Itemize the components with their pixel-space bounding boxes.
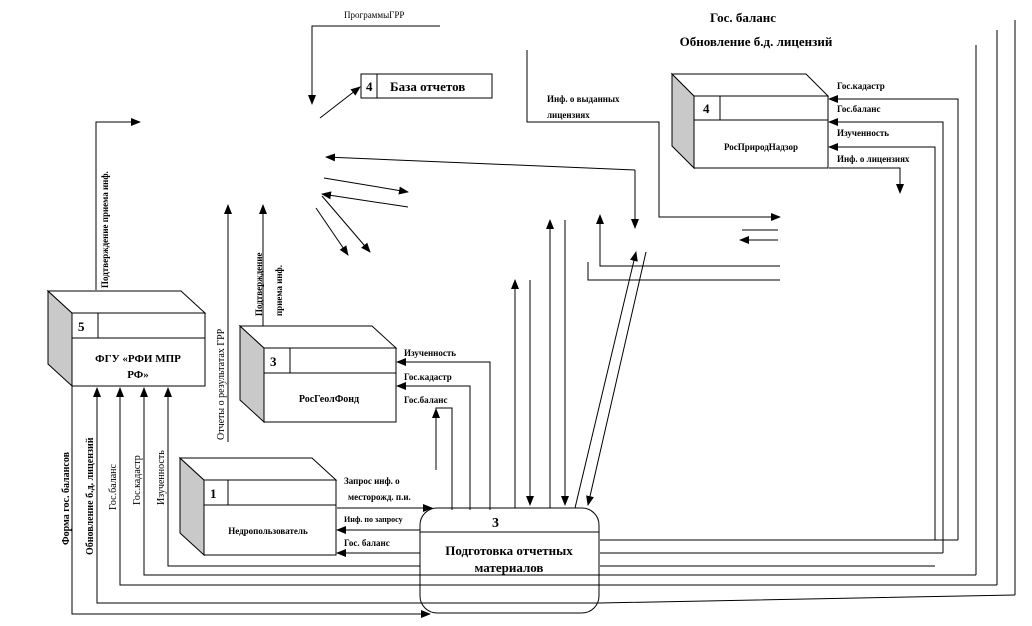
fgu-label-2: РФ» xyxy=(127,369,148,381)
flow-label-licenses-issued-2: лицензиях xyxy=(547,110,590,120)
process-label-2: материалов xyxy=(475,560,544,575)
flow-form-balances-arrow xyxy=(71,386,431,618)
flow-label-gos-kadastr: Гос.кадастр xyxy=(837,81,885,91)
flow-gos-balans-arrow xyxy=(828,118,944,553)
top-label-license-update: Обновление б.д. лицензий xyxy=(680,34,833,49)
flow-label-update-db: Обновление б.д. лицензий xyxy=(85,437,96,555)
flow-label-rgf-izuch: Изученность xyxy=(404,348,456,358)
fgu-num: 5 xyxy=(78,319,85,334)
flow-label-izuchennost: Изученность xyxy=(837,128,889,138)
flow-left-balans-arrow xyxy=(116,387,997,586)
flow-mid-diag-1 xyxy=(315,207,349,256)
flow-label-left-kadastr: Гос.кадастр xyxy=(132,455,143,505)
fgu-label-1: ФГУ «РФИ МПР xyxy=(95,353,181,365)
top-label-balance: Гос. баланс xyxy=(710,10,776,25)
flow-programs-arrow xyxy=(308,25,440,105)
node-rosgeolfond: 3 РосГеолФонд xyxy=(238,324,398,424)
flow-label-rgf-balans: Гос.баланс xyxy=(404,395,448,405)
flow-label-sub-balans: Гос. баланс xyxy=(344,538,390,548)
flow-mid-left-arrow xyxy=(325,153,636,171)
process-label-1: Подготовка отчетных xyxy=(445,543,573,558)
flow-label-gos-balans: Гос.баланс xyxy=(837,104,881,114)
flow-confirm-fgu-arrow xyxy=(95,118,141,290)
node-process[interactable]: 3 Подготовка отчетных материалов xyxy=(419,507,600,614)
flow-mid-right-1 xyxy=(323,177,409,195)
flow-label-req-deposit-1: Запрос инф. о xyxy=(344,476,400,486)
flow-label-confirm-rgf-1: Подтверждение xyxy=(254,252,264,316)
flow-label-left-balans: Гос.баланс xyxy=(108,464,119,510)
reports-db-num: 4 xyxy=(366,79,373,94)
node-fgu: 5 ФГУ «РФИ МПР РФ» xyxy=(46,289,207,388)
reports-db-label: База отчетов xyxy=(390,79,465,94)
rosprirodnadzor-num: 4 xyxy=(703,101,710,116)
rosgeolfond-num: 3 xyxy=(270,354,277,369)
flow-to-reports-db-arrow xyxy=(319,86,361,119)
flow-rgf-izuch-arrow xyxy=(396,358,491,510)
subsoil-user-label: Недропользователь xyxy=(228,526,308,536)
subsoil-user-num: 1 xyxy=(210,486,217,501)
rosgeolfond-label: РосГеолФонд xyxy=(299,394,359,405)
flow-line-bottom-1 xyxy=(587,262,780,281)
flow-izuchennost-arrow xyxy=(828,143,936,540)
node-subsoil-user: 1 Недропользователь xyxy=(178,456,338,557)
flow-label-confirm-rgf-2: приема инф. xyxy=(274,265,284,316)
flow-label-inf-licenses: Инф. о лицензиях xyxy=(837,154,910,164)
rosprirodnadzor-label: РосПриродНадзор xyxy=(724,142,798,152)
flow-label-confirm-fgu: Подтверждение приема инф. xyxy=(100,171,110,288)
flow-label-programs: ПрограммыГРР xyxy=(344,10,404,20)
flow-proc-diag-down xyxy=(586,251,647,506)
flow-label-left-izuch: Изученность xyxy=(156,450,167,505)
flow-mid-diag-2 xyxy=(321,195,371,253)
flow-label-inf-request: Инф. по запросу xyxy=(344,515,403,524)
flow-left-kadastr-arrow xyxy=(140,387,976,576)
flow-rgf-kadastr-arrow xyxy=(396,382,471,510)
process-num: 3 xyxy=(492,516,499,531)
flow-licenses-issued-arrow xyxy=(526,50,781,221)
flow-mid-left-2 xyxy=(321,191,409,208)
node-rosprirodnadzor: 4 РосПриродНадзор xyxy=(670,72,830,170)
flow-label-rgf-kadastr: Гос.кадастр xyxy=(404,372,452,382)
flow-update-db-arrow xyxy=(93,387,1016,604)
node-reports-db: 4 База отчетов xyxy=(360,73,493,99)
flow-proc-diag-up xyxy=(574,251,638,509)
flow-left-izuch-arrow xyxy=(164,387,420,567)
flow-label-licenses-issued-1: Инф. о выданных xyxy=(547,94,620,104)
flow-label-form-balances: Форма гос. балансов xyxy=(61,451,72,545)
flow-label-req-deposit-2: месторожд. п.и. xyxy=(348,492,411,502)
flow-label-reports-grr: Отчеты о результатах ГРР xyxy=(216,328,227,440)
flow-gos-kadastr-arrow xyxy=(828,95,959,540)
flow-rgf-balans-line xyxy=(435,407,453,510)
flow-inf-licenses-arrow xyxy=(829,167,904,194)
